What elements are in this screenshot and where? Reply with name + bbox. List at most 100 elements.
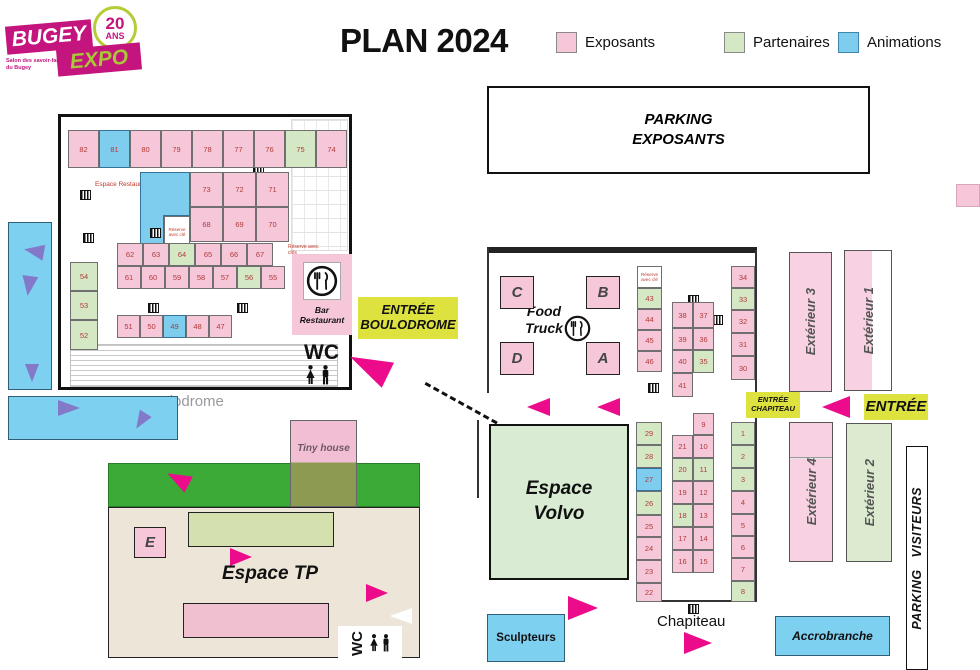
booth-11: 11 xyxy=(693,458,714,481)
booth-38: 38 xyxy=(672,302,693,328)
food-truck-label: Food Truck xyxy=(525,303,563,336)
parking-visiteurs-label: PARKING VISITEURS xyxy=(910,486,924,630)
booth-37: 37 xyxy=(693,302,714,328)
booth-6: 6 xyxy=(731,536,755,558)
exterieur-3-label: Extérieur 3 xyxy=(803,288,818,356)
booth-10: 10 xyxy=(693,435,714,458)
partenaires-swatch xyxy=(724,32,745,53)
exterieur-3-zone: Extérieur 3 xyxy=(789,252,832,392)
cutlery-icon xyxy=(303,262,341,300)
chapiteau-roof xyxy=(487,247,757,253)
logo-expo-box: EXPO xyxy=(55,42,143,77)
door-icon xyxy=(148,303,159,313)
arrow-purple-right-icon xyxy=(58,400,80,416)
accrobranche-label: Accrobranche xyxy=(792,629,873,643)
tp-exposant-rect xyxy=(183,603,329,638)
entree-label: ENTRÉE xyxy=(864,394,928,420)
pink-square-marker xyxy=(956,184,980,207)
door-icon xyxy=(83,233,94,243)
booth-b: B xyxy=(586,276,620,309)
boulodrome-architecture-detail xyxy=(291,119,348,251)
booth-d: D xyxy=(500,342,534,375)
logo-ans: ANS xyxy=(105,31,125,41)
exposants-label: Exposants xyxy=(585,34,656,51)
zone-e-square: E xyxy=(134,527,166,558)
booth-40: 40 xyxy=(672,350,693,373)
booth-26: 26 xyxy=(636,491,662,515)
sculpteurs-label: Sculpteurs xyxy=(496,632,556,644)
reserve-cell: Réserve avec clé xyxy=(637,266,662,288)
booth-7: 7 xyxy=(731,558,755,581)
partenaires-label: Partenaires xyxy=(753,34,830,51)
booth-16: 16 xyxy=(672,550,693,573)
booth-44: 44 xyxy=(637,309,662,330)
booth-14: 14 xyxy=(693,527,714,550)
reserve-avec-cles-label: Réserve avec clés xyxy=(288,244,319,256)
booth-12: 12 xyxy=(693,481,714,504)
booth-31: 31 xyxy=(731,333,755,356)
boulodrome-lanes xyxy=(70,344,338,387)
wc-label: WC xyxy=(304,341,339,364)
bar-restaurant-zone: Bar Restaurant xyxy=(292,254,352,335)
legend-animations: Animations xyxy=(838,32,941,53)
accrobranche-zone: Accrobranche xyxy=(775,616,890,656)
door-icon xyxy=(100,153,111,163)
door-icon xyxy=(712,315,723,325)
logo-tagline: Salon des savoir-faire du Bugey xyxy=(6,58,64,72)
chapiteau-caption: Chapiteau xyxy=(657,613,726,630)
espace-volvo-zone: Espace Volvo xyxy=(489,424,629,580)
arrow-purple-left-icon xyxy=(22,241,46,261)
booth-33: 33 xyxy=(731,288,755,310)
door-icon xyxy=(167,153,178,163)
door-icon xyxy=(80,190,91,200)
woman-icon xyxy=(370,634,378,652)
food-truck-cutlery-icon xyxy=(564,315,591,347)
booth-15: 15 xyxy=(693,550,714,573)
door-icon xyxy=(237,303,248,313)
chapiteau-right-wall xyxy=(755,250,757,602)
chapiteau-bottom-wall xyxy=(636,600,757,602)
booth-3: 3 xyxy=(731,468,755,491)
arrow-magenta-right-icon xyxy=(230,548,252,566)
logo-20-ans-badge: 20 ANS xyxy=(93,6,137,50)
booth-21: 21 xyxy=(672,435,693,458)
entree-boulodrome-label: ENTRÉE BOULODROME xyxy=(358,297,458,339)
parking-visiteurs-zone: PARKING VISITEURS xyxy=(906,446,928,670)
espace-restauration-label: Espace Restauration xyxy=(95,181,156,188)
exterieur-1-zone: Extérieur 1 xyxy=(844,250,892,391)
exterieur-1-pink-band xyxy=(845,251,872,390)
animation-strip-vertical xyxy=(8,222,52,390)
sculpteurs-zone: Sculpteurs xyxy=(487,614,565,662)
parking-exposants-zone: PARKING EXPOSANTS xyxy=(487,86,870,174)
booth-29: 29 xyxy=(636,422,662,445)
booth-18: 18 xyxy=(672,504,693,527)
arrow-magenta-right-icon xyxy=(568,596,598,620)
booth-34: 34 xyxy=(731,266,755,288)
exterieur-2-label: Extérieur 2 xyxy=(861,458,877,527)
booth-a: A xyxy=(586,342,620,375)
door-icon xyxy=(648,383,659,393)
tp-green-strip xyxy=(108,463,420,507)
door-icon xyxy=(688,295,699,305)
exterieur-4-label: Extérieur 4 xyxy=(803,458,819,526)
door-icon xyxy=(696,428,707,438)
arrow-magenta-right-icon xyxy=(684,632,712,654)
door-icon xyxy=(150,228,161,238)
booth-45: 45 xyxy=(637,330,662,351)
man-icon xyxy=(383,634,389,652)
booth-43: 43 xyxy=(637,288,662,309)
booth-8: 8 xyxy=(731,581,755,602)
exterieur-2-zone: Extérieur 2 xyxy=(846,423,892,562)
door-icon xyxy=(740,436,751,446)
arrow-white-left-icon xyxy=(390,608,412,624)
exterieur-4-divider xyxy=(790,457,832,459)
booth-30: 30 xyxy=(731,356,755,380)
animation-strip-horizontal xyxy=(8,396,178,440)
arrow-magenta-left-icon xyxy=(597,398,620,416)
door-icon xyxy=(253,163,264,173)
wc-tp-label: WC xyxy=(349,630,366,656)
booth-4: 4 xyxy=(731,491,755,514)
booth-46: 46 xyxy=(637,351,662,372)
arrow-purple-down-icon xyxy=(25,364,39,382)
